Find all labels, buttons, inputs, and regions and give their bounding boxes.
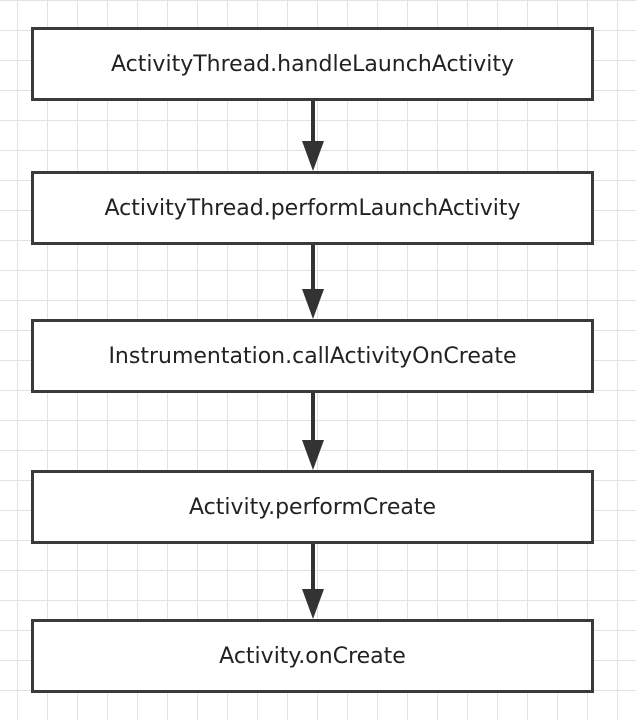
node-label: ActivityThread.handleLaunchActivity [110, 51, 515, 77]
arrow-0-to-1 [302, 101, 324, 171]
node-handle-launch-activity: ActivityThread.handleLaunchActivity [31, 27, 594, 101]
arrow-3-to-4 [302, 544, 324, 619]
node-call-activity-on-create: Instrumentation.callActivityOnCreate [31, 319, 594, 393]
node-perform-create: Activity.performCreate [31, 470, 594, 544]
node-perform-launch-activity: ActivityThread.performLaunchActivity [31, 171, 594, 245]
node-label: Activity.performCreate [188, 494, 437, 520]
arrow-1-to-2 [302, 245, 324, 319]
arrow-2-to-3 [302, 393, 324, 470]
node-label: Instrumentation.callActivityOnCreate [108, 343, 517, 369]
node-on-create: Activity.onCreate [31, 619, 594, 693]
node-label: ActivityThread.performLaunchActivity [104, 195, 521, 221]
node-label: Activity.onCreate [219, 643, 406, 669]
